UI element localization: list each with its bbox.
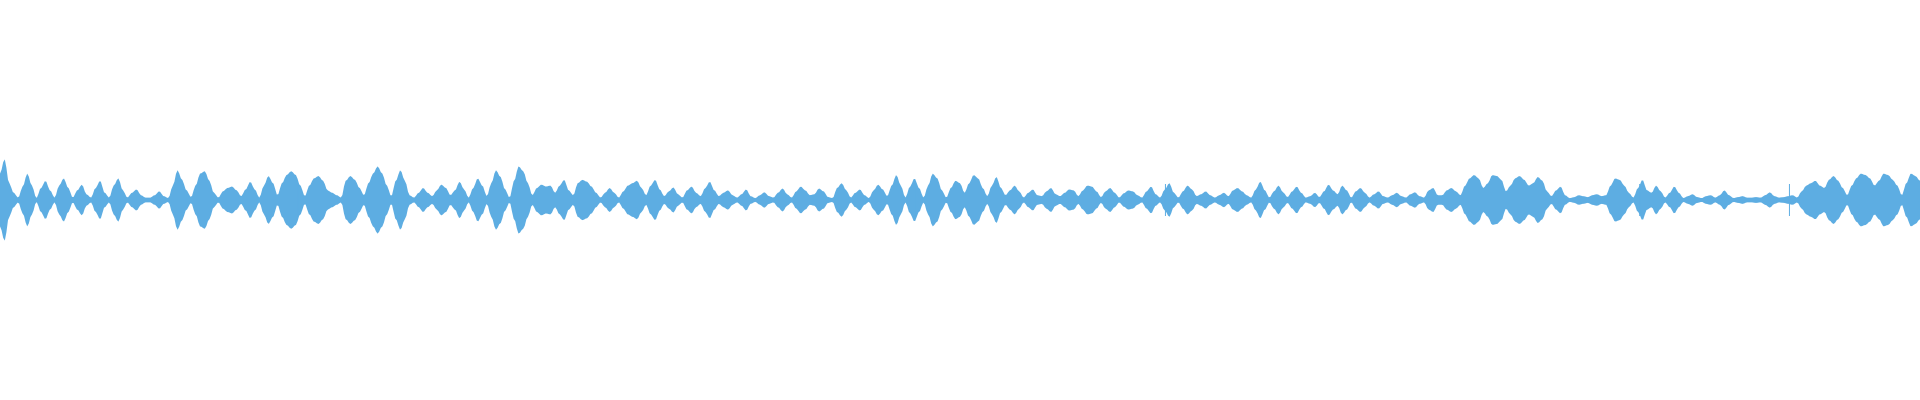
waveform-shape: [0, 159, 1920, 241]
segment-markers: [297, 184, 1790, 216]
